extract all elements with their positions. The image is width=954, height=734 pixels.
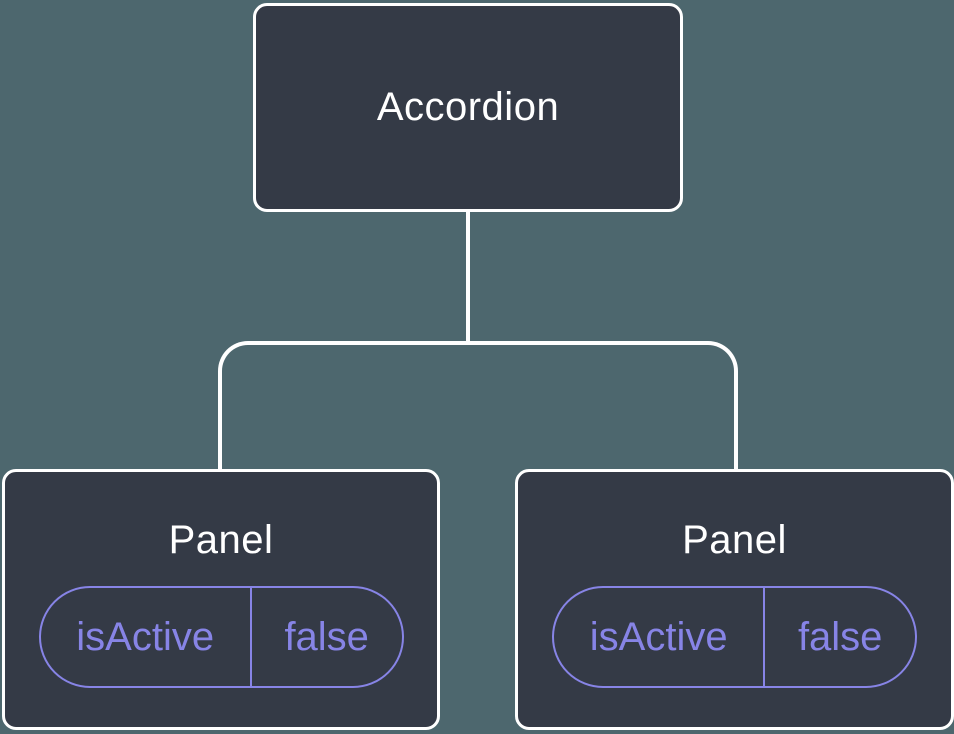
connector-stem bbox=[466, 212, 470, 345]
state-value-label: false bbox=[797, 614, 883, 659]
connector-branch bbox=[218, 341, 738, 469]
panel-node-right: Panel isActive false bbox=[515, 469, 954, 730]
state-value-label: false bbox=[284, 614, 369, 659]
state-key-label: isActive bbox=[41, 588, 252, 686]
panel-left-label: Panel bbox=[168, 518, 274, 562]
accordion-node: Accordion bbox=[253, 3, 683, 212]
state-pill-left: isActive false bbox=[38, 586, 404, 688]
state-pill-right: isActive false bbox=[552, 586, 917, 688]
panel-right-label: Panel bbox=[682, 518, 787, 562]
state-key-label: isActive bbox=[554, 588, 766, 686]
accordion-node-label: Accordion bbox=[376, 85, 560, 129]
panel-node-left: Panel isActive false bbox=[2, 469, 440, 730]
